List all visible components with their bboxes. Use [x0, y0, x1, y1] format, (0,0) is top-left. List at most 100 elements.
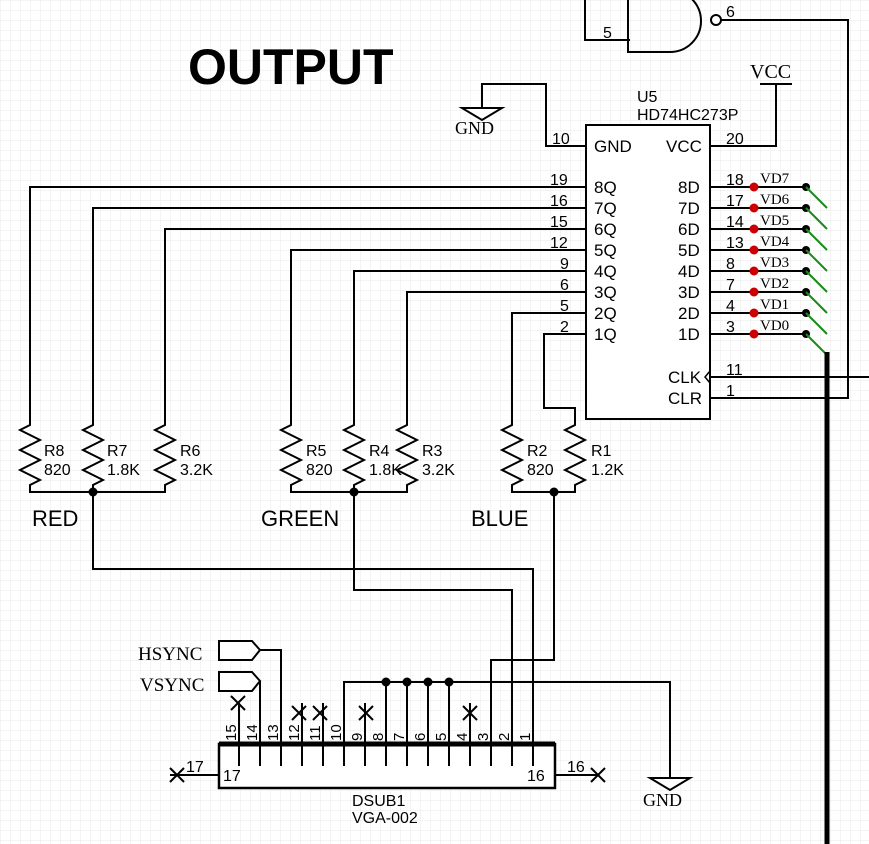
resistor-r5[interactable]: R5 820 — [278, 420, 354, 493]
pin-gnd-num: 10 — [552, 131, 570, 148]
svg-text:4: 4 — [726, 298, 735, 315]
svg-text:8: 8 — [726, 256, 735, 273]
svg-text:VD3: VD3 — [760, 255, 789, 271]
q-pin-3: 3Q 6 — [406, 277, 617, 420]
svg-text:3.2K: 3.2K — [422, 462, 455, 479]
d-pin-5: 5D 13 VD4 — [678, 234, 806, 260]
resistor-r1[interactable]: R1 1.2K — [554, 420, 624, 493]
dsub-pin-15-num: 15 — [223, 724, 240, 741]
resistor-r8[interactable]: R8 820 — [17, 420, 93, 493]
dsub-pin-1-num: 1 — [517, 733, 534, 741]
dsub-ref: DSUB1 — [352, 793, 405, 810]
page-title: OUTPUT — [188, 39, 394, 95]
dsub-pin-2-num: 2 — [496, 733, 513, 741]
q-pin-7: 7Q 16 — [92, 193, 617, 420]
resistor-r6[interactable]: R6 3.2K — [93, 420, 213, 493]
svg-text:8Q: 8Q — [594, 178, 617, 197]
dsub-pin-4-num: 4 — [454, 733, 471, 741]
pin-clr-label: CLR — [668, 389, 702, 408]
chip-u5[interactable] — [585, 124, 711, 420]
svg-text:9: 9 — [560, 256, 569, 273]
d-pin-7: 7D 17 VD6 — [678, 192, 806, 218]
svg-text:16: 16 — [550, 193, 568, 210]
label-blue: BLUE — [471, 506, 528, 531]
svg-text:VD4: VD4 — [760, 234, 790, 250]
chip-part: HD74HC273P — [637, 107, 738, 124]
dsub-pin-3-num: 3 — [475, 733, 492, 741]
q-pin-6: 6Q 15 — [164, 214, 617, 420]
d-pin-3: 3D 7 VD2 — [678, 276, 806, 302]
resistor-r4[interactable]: R4 1.8K — [341, 420, 402, 492]
svg-text:13: 13 — [726, 235, 744, 252]
pin-clk-label: CLK — [668, 368, 702, 387]
svg-text:7D: 7D — [678, 199, 700, 218]
resistor-r7[interactable]: R7 1.8K — [80, 420, 140, 492]
svg-text:R8: R8 — [44, 443, 65, 460]
chip-ref: U5 — [637, 89, 658, 106]
svg-text:12: 12 — [550, 235, 568, 252]
q-pin-1: 1Q 2 — [543, 319, 617, 420]
gate-pin-out: 6 — [726, 4, 735, 21]
svg-text:3.2K: 3.2K — [180, 462, 213, 479]
svg-text:R1: R1 — [591, 443, 612, 460]
port-vsync[interactable] — [218, 671, 262, 744]
svg-text:820: 820 — [527, 462, 554, 479]
svg-text:VD0: VD0 — [760, 318, 789, 334]
d-pin-8: 8D 18 VD7 — [678, 171, 806, 197]
dsub-pin-10-num: 10 — [328, 724, 345, 741]
svg-text:1.8K: 1.8K — [369, 462, 402, 479]
d-pin-4: 4D 8 VD3 — [678, 255, 806, 281]
d-pin-2: 2D 4 VD1 — [678, 297, 806, 323]
svg-text:3D: 3D — [678, 283, 700, 302]
q-pin-8: 8Q 19 — [29, 172, 617, 420]
hsync-label: HSYNC — [138, 644, 202, 665]
svg-text:1.2K: 1.2K — [591, 462, 624, 479]
svg-text:VD1: VD1 — [760, 297, 789, 313]
svg-text:R2: R2 — [527, 443, 548, 460]
q-pin-5: 5Q 12 — [290, 235, 617, 420]
gnd-wire — [481, 83, 586, 147]
svg-text:5D: 5D — [678, 241, 700, 260]
svg-text:820: 820 — [306, 462, 333, 479]
dsub-pin-11-num: 11 — [307, 725, 324, 741]
gnd-net-wire — [343, 681, 671, 778]
gnd-symbol-top — [458, 107, 506, 122]
svg-text:R4: R4 — [369, 443, 390, 460]
svg-text:R3: R3 — [422, 443, 443, 460]
svg-text:VD6: VD6 — [760, 192, 790, 208]
svg-text:19: 19 — [550, 172, 568, 189]
resistor-r2[interactable]: R2 820 — [499, 420, 554, 493]
clk-arrow — [704, 370, 711, 384]
pin-vcc-num: 20 — [726, 131, 744, 148]
nand-gate: 5 6 — [584, 0, 849, 399]
dsub-pin-13-num: 13 — [265, 724, 282, 741]
dsub-pin-16-num: 16 — [567, 759, 585, 776]
svg-text:7Q: 7Q — [594, 199, 617, 218]
junction-gnd-3 — [423, 677, 433, 687]
svg-text:3Q: 3Q — [594, 283, 617, 302]
label-red: RED — [32, 506, 78, 531]
label-green: GREEN — [261, 506, 339, 531]
svg-text:1Q: 1Q — [594, 325, 617, 344]
dsub-pin-6-num: 6 — [412, 733, 429, 741]
gate-pin-in: 5 — [603, 25, 612, 42]
svg-text:5: 5 — [560, 298, 569, 315]
port-hsync[interactable] — [218, 640, 282, 744]
dsub-pin-5-num: 5 — [433, 733, 450, 741]
svg-text:1D: 1D — [678, 325, 700, 344]
svg-text:2Q: 2Q — [594, 304, 617, 323]
vcc-label: VCC — [750, 61, 791, 83]
resistor-r3[interactable]: R3 3.2K — [354, 420, 455, 493]
svg-text:6D: 6D — [678, 220, 700, 239]
pin-clk-num: 11 — [726, 362, 743, 379]
bus-entries — [805, 186, 828, 356]
svg-text:R5: R5 — [306, 443, 327, 460]
dsub-pin-12-num: 12 — [286, 724, 303, 741]
svg-text:6Q: 6Q — [594, 220, 617, 239]
svg-text:5Q: 5Q — [594, 241, 617, 260]
wire-green — [353, 492, 513, 744]
junction-gnd-4 — [444, 677, 454, 687]
svg-text:14: 14 — [726, 214, 744, 231]
